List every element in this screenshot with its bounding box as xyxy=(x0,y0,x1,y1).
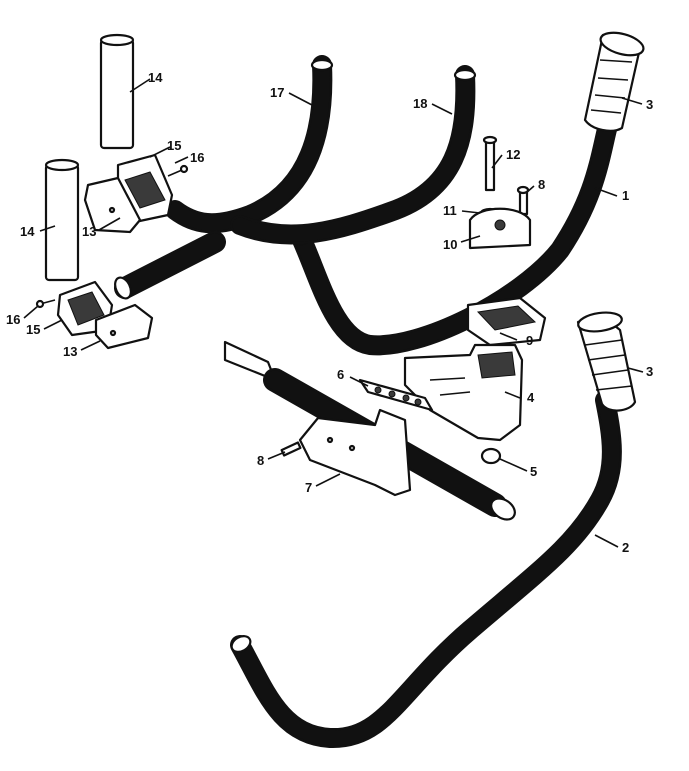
clamp-13-lower xyxy=(94,303,154,350)
callout-5: 5 xyxy=(530,464,537,479)
post-14-upper xyxy=(99,33,135,150)
callout-10: 10 xyxy=(443,237,457,252)
callout-4: 4 xyxy=(527,390,535,405)
clamp-9 xyxy=(466,296,547,347)
callout-2: 2 xyxy=(622,540,629,555)
callout-7: 7 xyxy=(305,480,312,495)
screw-16-lower xyxy=(35,299,56,309)
screw-8-upper xyxy=(516,185,530,216)
callout-13-lower: 13 xyxy=(63,344,77,359)
grip-lower xyxy=(576,311,637,412)
handlebar-tube-2 xyxy=(230,390,622,749)
callout-6: 6 xyxy=(337,367,344,382)
callout-18: 18 xyxy=(413,96,427,111)
callout-numbers: 14 17 18 3 15 16 12 8 1 11 13 14 10 16 1… xyxy=(6,70,653,555)
callout-8-upper: 8 xyxy=(538,177,545,192)
crossbar-tube xyxy=(114,231,226,300)
housing-4 xyxy=(403,343,524,442)
cover-7 xyxy=(298,408,412,497)
callout-16-upper: 16 xyxy=(190,150,204,165)
post-14-lower xyxy=(44,158,80,282)
clamp-13-upper xyxy=(83,176,142,234)
callout-13-upper: 13 xyxy=(82,224,96,239)
callout-14-upper: 14 xyxy=(148,70,163,85)
clamp-10 xyxy=(468,207,532,250)
callout-1: 1 xyxy=(622,188,629,203)
callout-3-lower: 3 xyxy=(646,364,653,379)
grip-upper xyxy=(583,31,645,132)
callout-11: 11 xyxy=(443,203,457,218)
buffer-5 xyxy=(480,447,502,465)
callout-12: 12 xyxy=(506,147,520,162)
bolt-12 xyxy=(482,135,498,192)
callout-17: 17 xyxy=(270,85,284,100)
callout-3-upper: 3 xyxy=(646,97,653,112)
callout-leaders xyxy=(23,78,644,548)
callout-9: 9 xyxy=(526,333,533,348)
callout-15-upper: 15 xyxy=(167,138,181,153)
tube-18 xyxy=(230,65,477,245)
callout-15-lower: 15 xyxy=(26,322,40,337)
plate-6 xyxy=(358,378,434,412)
screw-8-lower xyxy=(280,441,302,457)
callout-8-lower: 8 xyxy=(257,453,264,468)
tube-17 xyxy=(165,55,334,234)
screw-16-upper xyxy=(167,164,189,177)
callout-14-lower: 14 xyxy=(20,224,35,239)
callout-16-lower: 16 xyxy=(6,312,20,327)
